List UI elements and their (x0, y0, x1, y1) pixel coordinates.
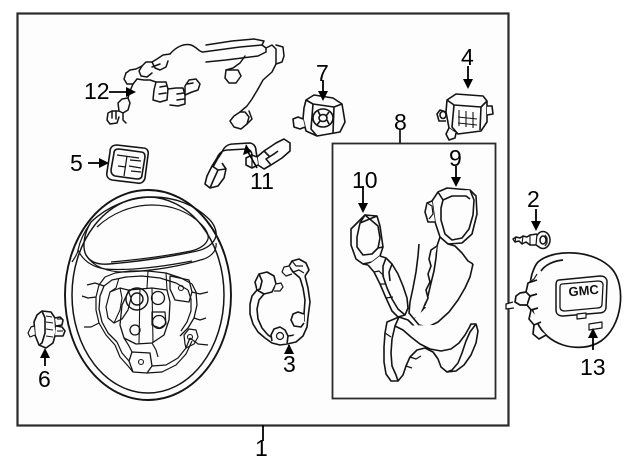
part-3-label-arrow (284, 344, 294, 354)
callout-label-2: 2 (527, 186, 540, 212)
part-12-wiring-harness (106, 38, 285, 130)
callout-label-9: 9 (449, 145, 462, 171)
callout-label-6: 6 (38, 366, 51, 392)
part-5-switch-pad (105, 144, 150, 185)
part-7-label-arrow (318, 80, 328, 101)
part-5-label-arrow (88, 158, 109, 168)
part-9-bezel-right (408, 187, 478, 328)
callout-label-12: 12 (84, 78, 110, 104)
callout-label-10: 10 (352, 167, 378, 193)
callout-label-11: 11 (250, 168, 274, 194)
part-6-connector-module (27, 310, 66, 349)
part-6-label-arrow (40, 348, 50, 366)
part-1-steering-wheel (64, 189, 232, 401)
part-4-switch-assembly-right (436, 93, 494, 141)
part-12-label-arrow (109, 87, 136, 97)
callout-label-5: 5 (70, 150, 83, 176)
part-4-label-arrow (463, 66, 473, 89)
part-2-screw (512, 230, 551, 250)
gmc-emblem-text: GMC (568, 282, 600, 300)
part-7-switch-cover-left (292, 94, 346, 137)
callout-label-1: 1 (255, 435, 268, 461)
callout-label-13: 13 (580, 354, 606, 380)
part-10-bezel-left (350, 214, 409, 318)
lower-trim-piece (383, 316, 479, 382)
callout-label-4: 4 (461, 44, 474, 70)
part-2-label-arrow (531, 209, 541, 231)
part-9-label-arrow (451, 166, 461, 187)
callout-label-3: 3 (283, 351, 296, 377)
part-10-label-arrow (358, 186, 368, 213)
callout-label-8: 8 (394, 109, 407, 135)
part-13-label-arrow (588, 328, 598, 350)
part-3-wiring-jumper (249, 258, 311, 346)
part-13-air-bag-module (505, 251, 622, 349)
part-11-label-arrow (243, 144, 258, 169)
callout-label-7: 7 (316, 60, 329, 86)
